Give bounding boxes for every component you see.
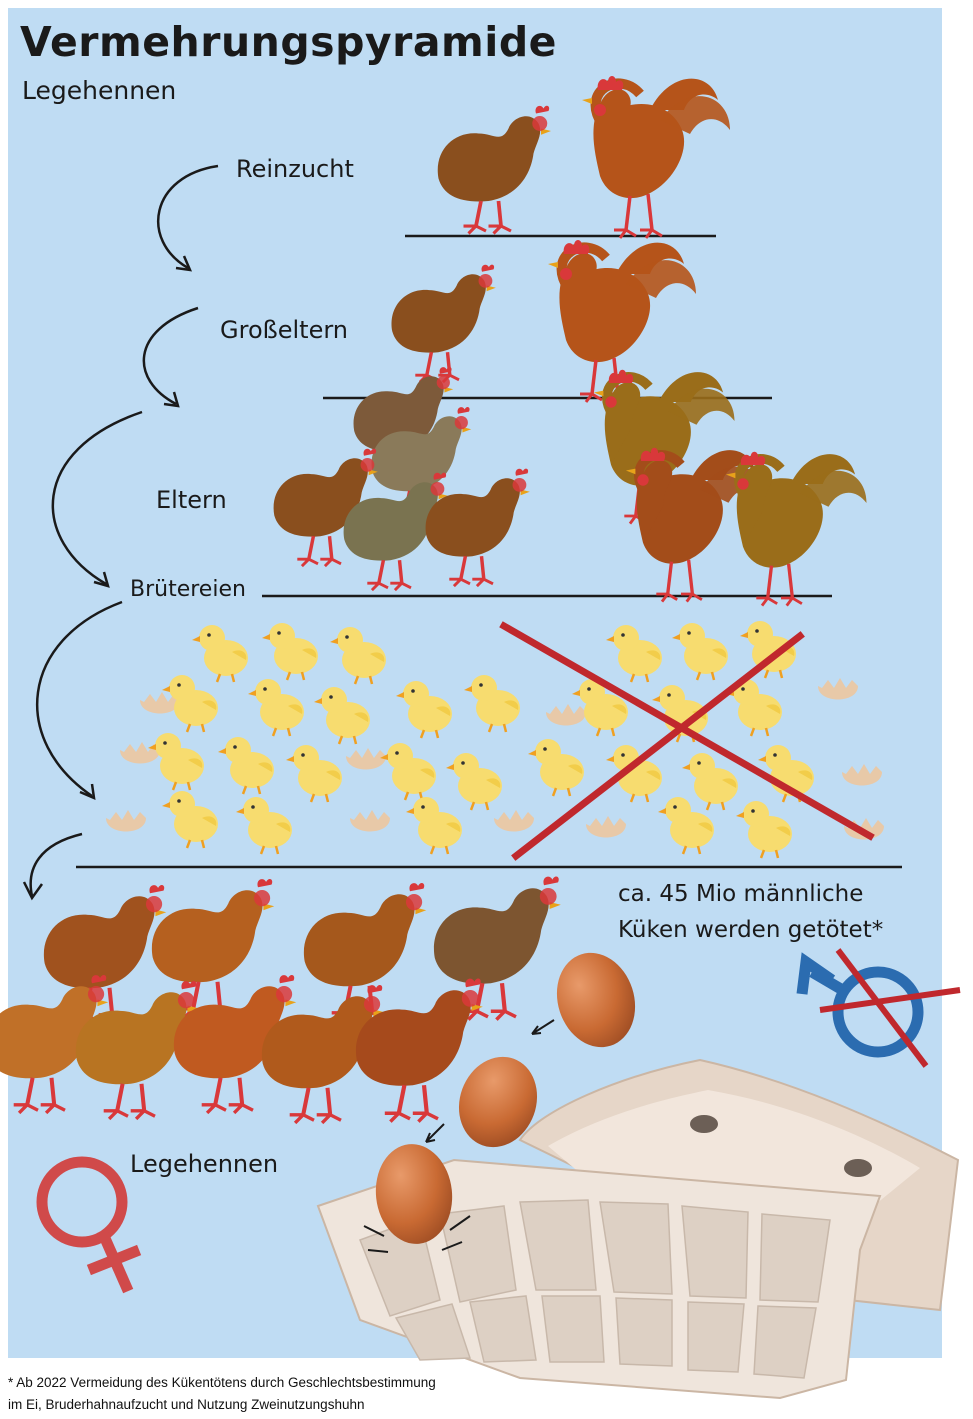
label-eltern: Eltern [156, 486, 227, 514]
killed-note-line2: Küken werden getötet* [618, 912, 928, 948]
footnote: * Ab 2022 Vermeidung des Kükentötens dur… [8, 1372, 948, 1416]
killed-chicks-note: ca. 45 Mio männliche Küken werden getöte… [618, 876, 928, 948]
label-legehennen: Legehennen [130, 1150, 278, 1178]
killed-note-line1: ca. 45 Mio männliche [618, 876, 928, 912]
hen-icon [392, 265, 496, 383]
footnote-line2: im Ei, Bruderhahnaufzucht und Nutzung Zw… [8, 1394, 948, 1416]
chicks-group [106, 621, 884, 858]
hen-icon [438, 106, 551, 234]
footnote-line1: * Ab 2022 Vermeidung des Kükentötens dur… [8, 1372, 948, 1394]
arrow-icon [24, 882, 42, 898]
label-grosseltern: Großeltern [220, 316, 348, 344]
arrow-icon [53, 412, 142, 584]
arrow-icon [158, 166, 218, 268]
rooster-icon [582, 76, 730, 238]
arrow-icon [37, 602, 122, 796]
label-reinzucht: Reinzucht [236, 155, 354, 183]
egg-icon [545, 943, 647, 1058]
arrow-icon [176, 256, 190, 270]
label-brutereien: Brütereien [130, 577, 246, 602]
arrow-icon [144, 308, 198, 404]
rooster-icon [726, 452, 867, 606]
female-symbol-icon [42, 1162, 134, 1286]
page-title: Vermehrungspyramide [20, 18, 557, 66]
page-subtitle: Legehennen [22, 76, 176, 105]
arrow-icon [31, 834, 82, 896]
